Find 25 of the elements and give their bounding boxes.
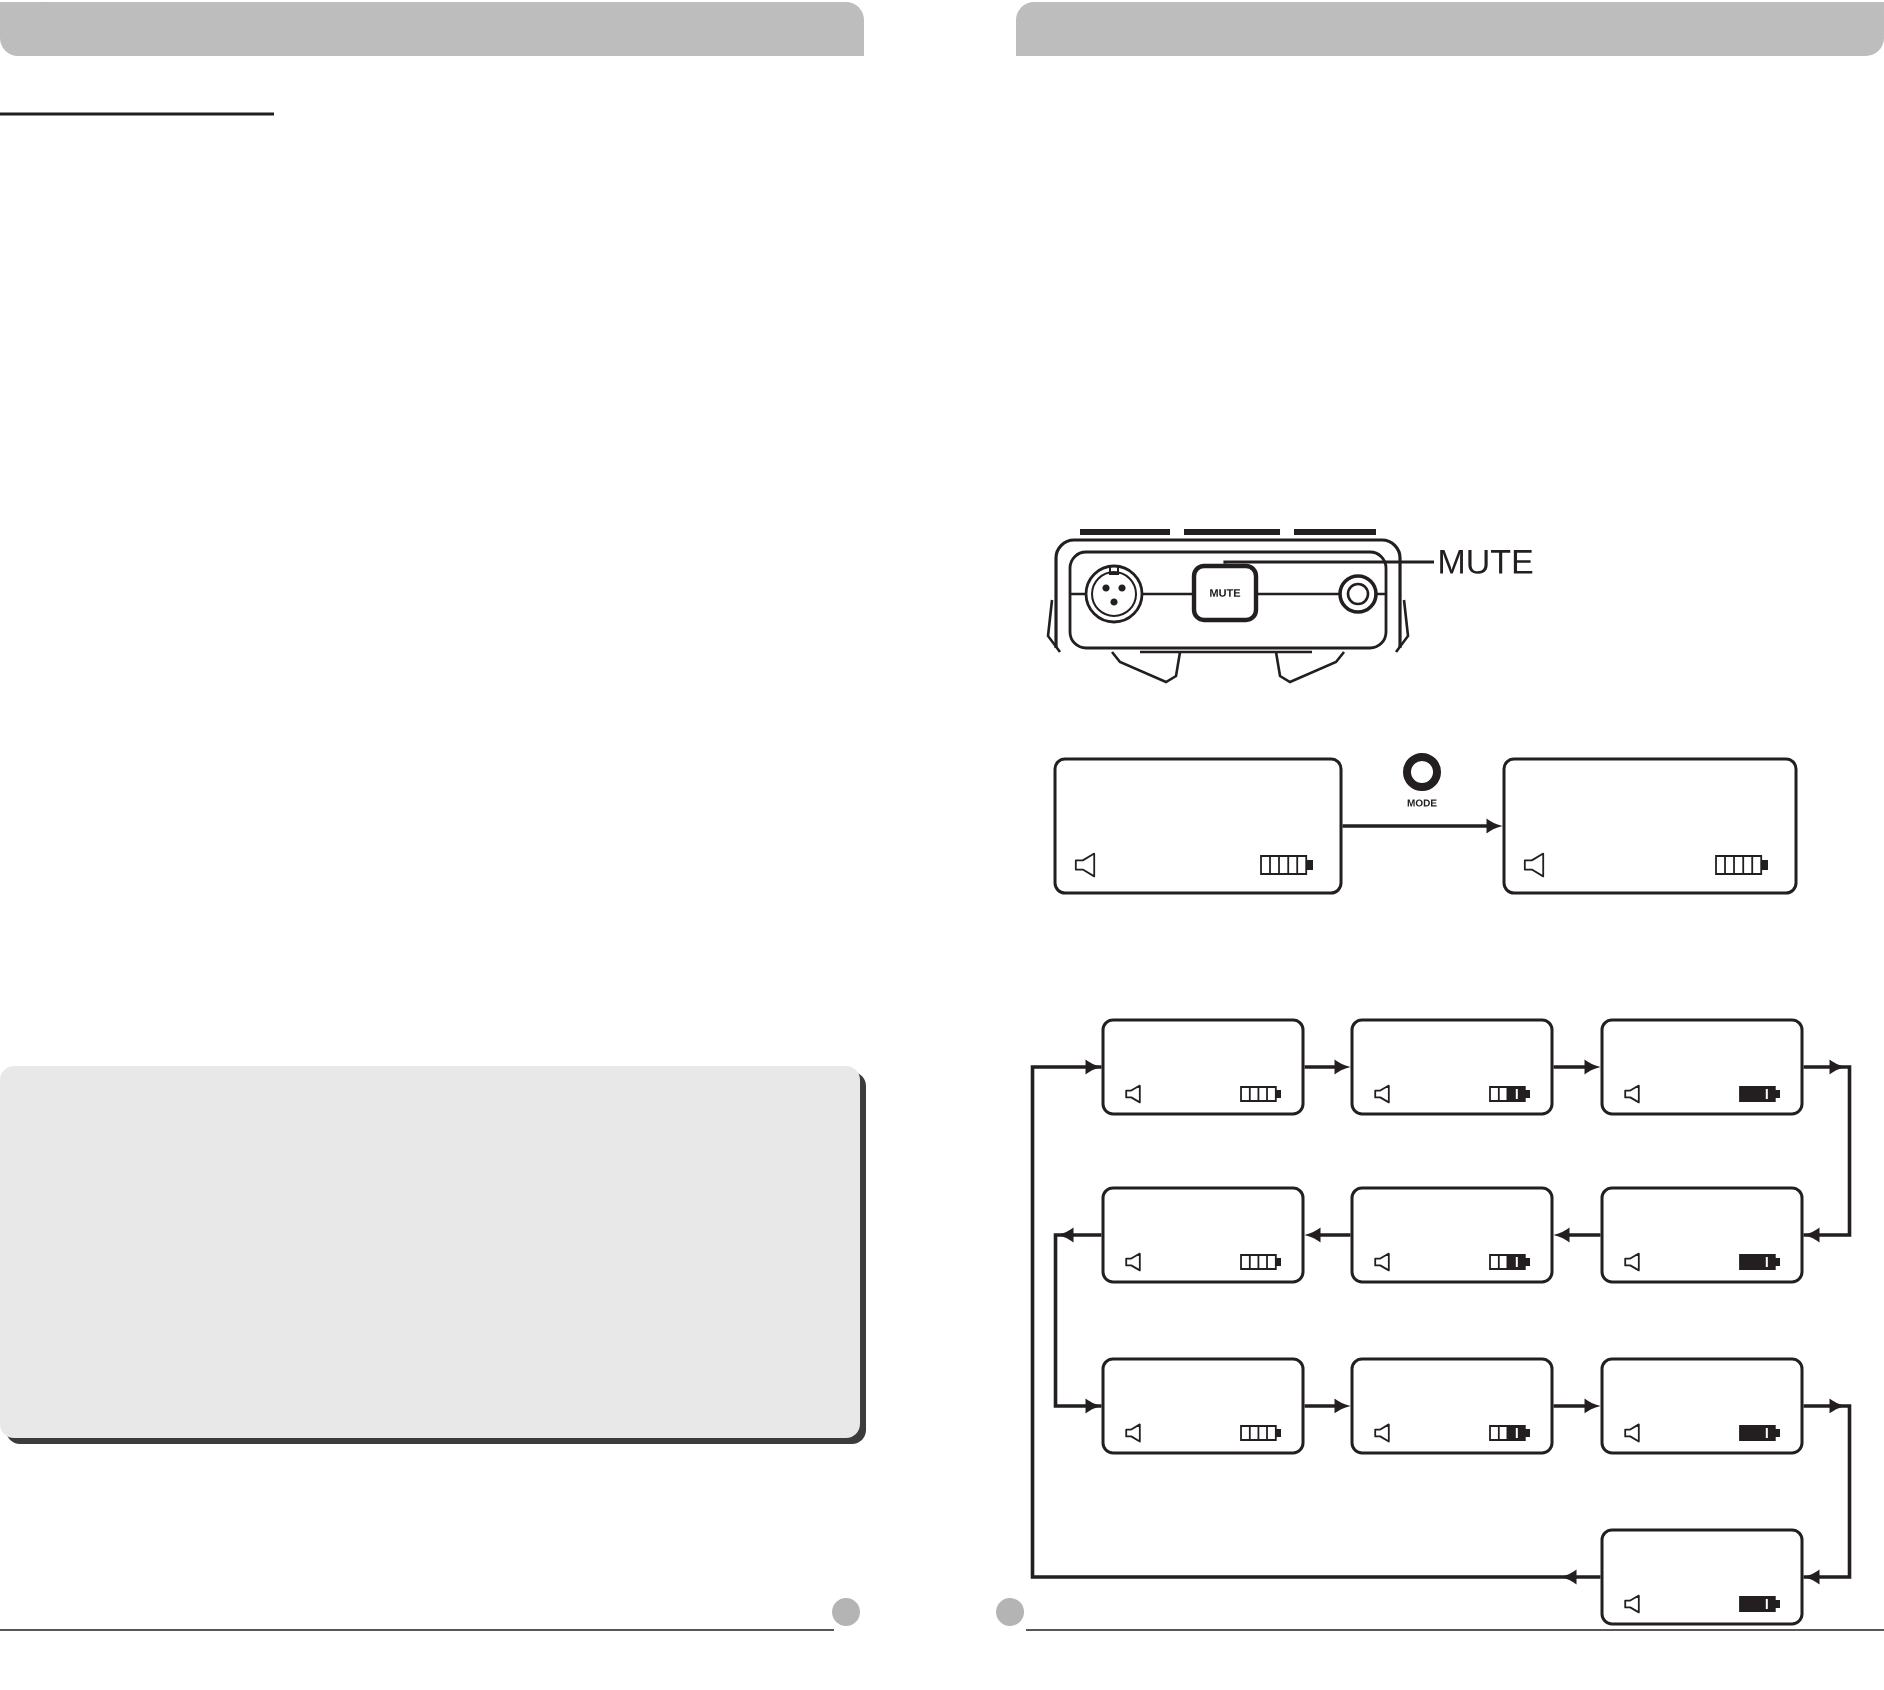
display-screen	[1600, 1018, 1804, 1116]
arrow	[1553, 1400, 1597, 1412]
arrow	[1342, 820, 1499, 832]
display-screen	[1101, 1018, 1305, 1116]
arrow	[1053, 1229, 1102, 1412]
arrow	[1553, 1061, 1597, 1073]
arrow	[1304, 1061, 1347, 1073]
display-screen	[1053, 757, 1343, 895]
arrow	[1030, 1061, 1601, 1583]
display-screen	[1350, 1018, 1554, 1116]
display-screen	[1600, 1528, 1804, 1626]
display-screen	[1101, 1186, 1305, 1284]
display-screen	[1600, 1357, 1804, 1455]
arrow	[1803, 1400, 1852, 1583]
display-screen	[1350, 1357, 1554, 1455]
arrow	[1304, 1400, 1347, 1412]
arrow	[1308, 1229, 1351, 1241]
arrow	[1803, 1061, 1852, 1241]
display-screen	[1350, 1186, 1554, 1284]
leader-line	[1223, 560, 1434, 565]
display-screen	[1502, 757, 1798, 895]
arrow	[1557, 1229, 1601, 1241]
callout-label: MUTE	[1440, 550, 1533, 574]
display-screen	[1600, 1186, 1804, 1284]
display-screen	[1101, 1357, 1305, 1455]
